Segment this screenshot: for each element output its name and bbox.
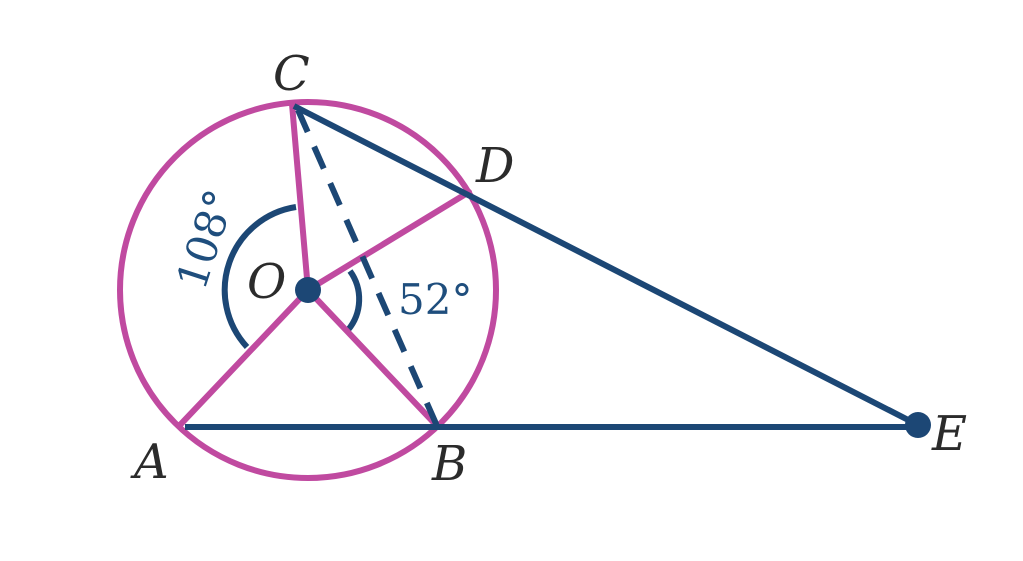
label-a: A bbox=[130, 434, 169, 490]
line-ce bbox=[292, 103, 920, 428]
circle-o bbox=[117, 99, 499, 481]
label-e: E bbox=[931, 406, 967, 462]
point-e bbox=[905, 412, 931, 438]
angle-label-aoc: 108° bbox=[167, 184, 245, 295]
label-o: O bbox=[247, 254, 286, 310]
point-o bbox=[295, 277, 321, 303]
angle-arc-aoc bbox=[221, 204, 297, 350]
label-b: B bbox=[431, 436, 467, 492]
label-c: C bbox=[273, 46, 310, 102]
angle-arc-bod bbox=[345, 269, 363, 332]
radius-oa bbox=[177, 287, 311, 428]
radius-oc bbox=[289, 101, 311, 293]
dashed-segment-cb bbox=[295, 108, 440, 428]
label-d: D bbox=[475, 138, 514, 194]
radius-ob bbox=[305, 287, 440, 429]
angle-label-bod: 52° bbox=[398, 275, 472, 324]
radius-od bbox=[305, 189, 472, 293]
